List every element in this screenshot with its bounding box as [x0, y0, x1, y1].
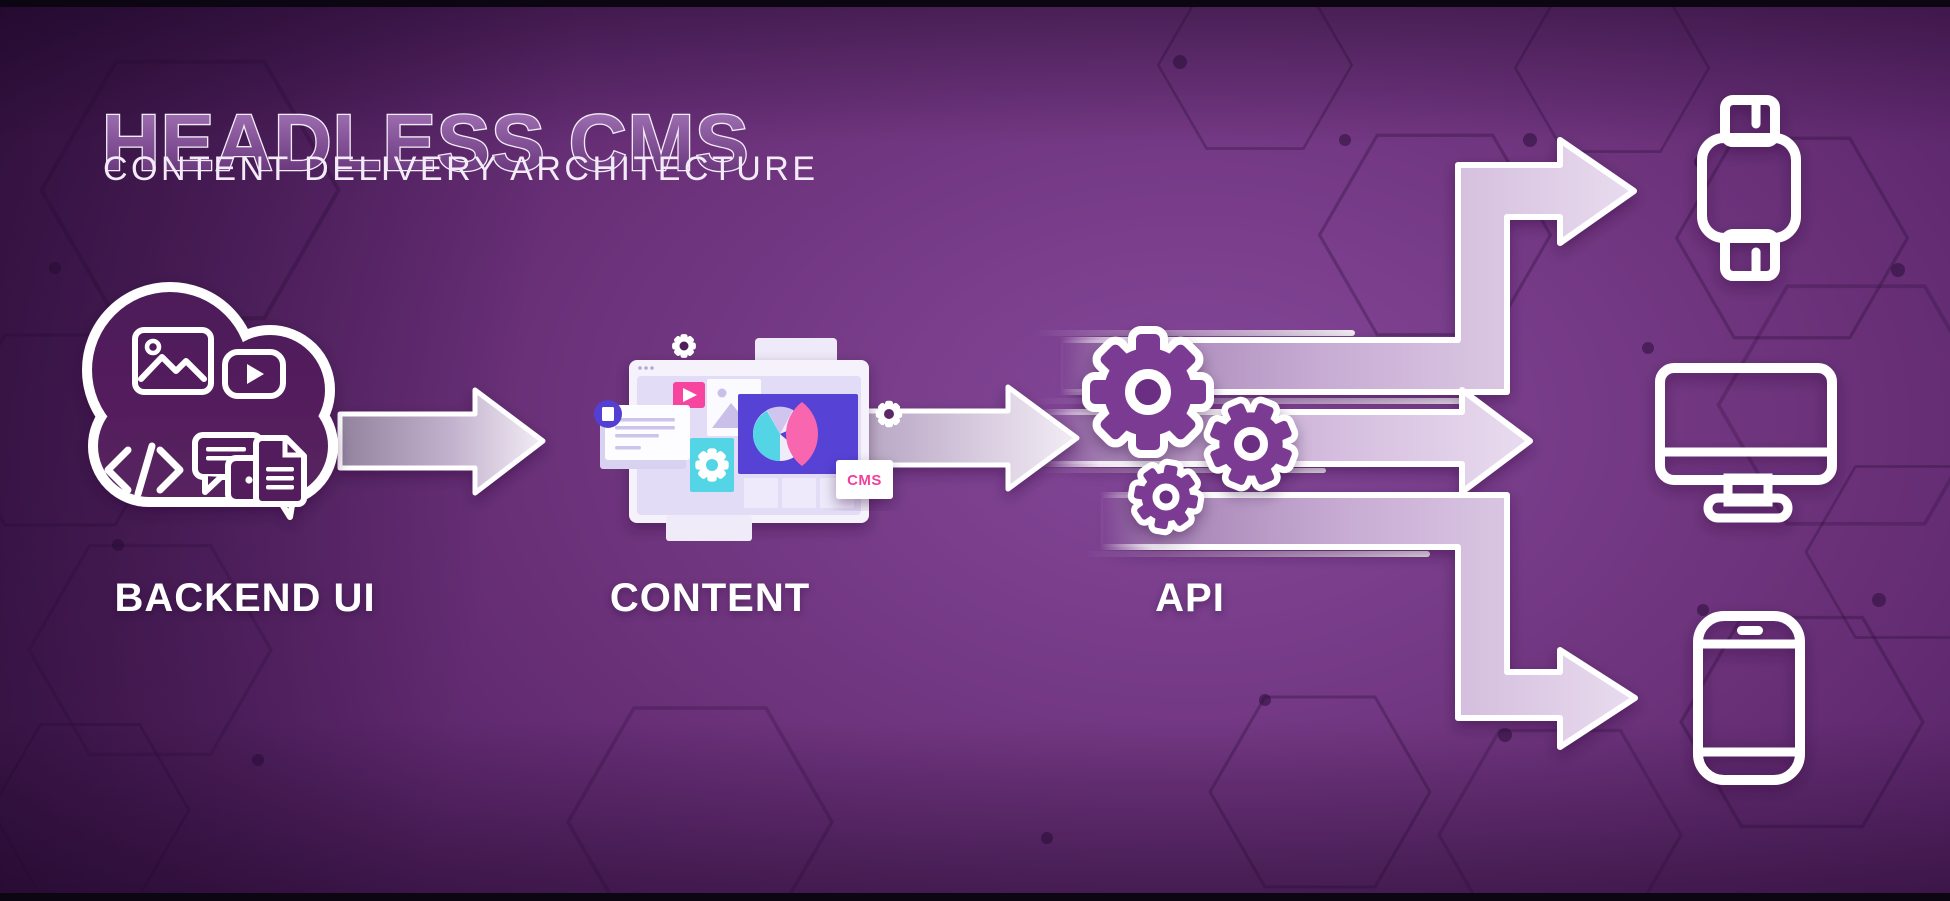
cloud-icon	[92, 292, 328, 520]
gear-icon	[1090, 334, 1206, 450]
cms-badge-card	[836, 460, 893, 499]
cms-badge: CMS	[847, 471, 882, 489]
video-play-icon	[222, 349, 286, 399]
bottom-edge-strip	[0, 893, 1950, 901]
page-title: HEADLESS CMS	[102, 98, 750, 187]
draft-document-card	[600, 405, 690, 469]
fan-arrow-to-phone	[1097, 492, 1638, 750]
network-dots	[49, 55, 1905, 844]
media-tile-cyan	[690, 438, 734, 492]
chart-panel	[738, 394, 858, 474]
content-label: CONTENT	[609, 576, 811, 620]
desktop-monitor-icon	[1655, 363, 1837, 523]
smartphone-icon	[1693, 611, 1805, 785]
target-devices	[1655, 95, 1837, 785]
thumb-tile	[782, 478, 816, 508]
browser-tab	[755, 338, 837, 366]
top-edge-strip	[0, 0, 1950, 7]
fan-arrow-to-watch	[1057, 137, 1637, 395]
image-icon	[132, 327, 214, 395]
bottom-tab	[666, 515, 752, 541]
gear-icon	[1129, 460, 1203, 534]
thumb-tile	[744, 478, 778, 508]
cms-window-illustration	[594, 334, 903, 541]
code-icon	[104, 442, 184, 498]
document-icon	[253, 435, 307, 507]
page-subtitle: CONTENT DELIVERY ARCHITECTURE	[103, 150, 819, 188]
api-label: API	[1155, 576, 1225, 620]
gear-icon	[1197, 390, 1306, 499]
asset-marker	[594, 400, 622, 428]
api-gears-icon	[1090, 334, 1305, 534]
backend-ui-label: BACKEND UI	[114, 576, 376, 620]
smartwatch-icon	[1697, 95, 1801, 281]
flow-arrow-backend-to-content	[337, 387, 546, 496]
headline-block: HEADLESS CMS	[101, 97, 750, 189]
